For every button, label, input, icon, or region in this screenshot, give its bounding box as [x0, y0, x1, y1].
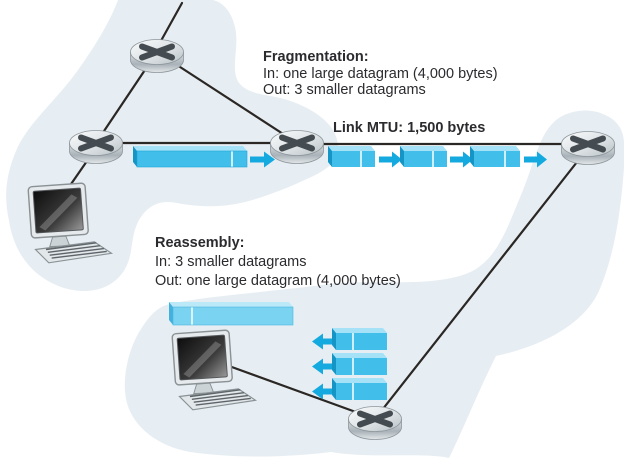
router-icon	[131, 40, 184, 73]
fragmentation-note-in: In: one large datagram (4,000 bytes)	[263, 65, 498, 82]
network-cloud-left	[6, 0, 339, 292]
reassembly-note-in: In: 3 smaller datagrams	[155, 254, 307, 270]
arrow-left-icon	[312, 383, 334, 400]
link-mtu-label: Link MTU: 1,500 bytes	[333, 120, 486, 136]
reassembly-note: Reassembly: In: 3 smaller datagrams Out:…	[155, 234, 401, 291]
datagram-reassembled-icon	[169, 302, 294, 326]
reassembly-note-out: Out: one large datagram (4,000 bytes)	[155, 273, 401, 289]
link-line	[373, 146, 590, 421]
datagram-large-icon	[133, 146, 248, 168]
router-icon	[349, 407, 402, 440]
arrow-left-icon	[312, 358, 334, 375]
fragment-icon	[470, 146, 520, 167]
fragmentation-note-out: Out: 3 smaller datagrams	[263, 82, 426, 98]
fragmentation-note: Fragmentation: In: one large datagram (4…	[263, 49, 498, 99]
arrow-left-icon	[312, 333, 334, 350]
host-link-line	[227, 364, 377, 421]
link-line	[155, 50, 299, 145]
network-cloud-right	[124, 110, 624, 458]
fragment-icon	[332, 353, 387, 375]
arrow-right-icon	[379, 151, 402, 168]
fragment-icon	[332, 378, 387, 400]
fragment-icon	[332, 328, 387, 350]
reassembly-note-title: Reassembly:	[155, 235, 245, 251]
network-links	[58, 1, 590, 421]
fragmentation-note-title: Fragmentation:	[263, 49, 369, 65]
router-icon	[562, 132, 615, 165]
fragment-icon	[328, 146, 375, 167]
arrow-right-icon	[250, 151, 275, 168]
fragment-icon	[400, 146, 447, 167]
router-icon	[70, 131, 123, 164]
arrow-right-icon	[524, 151, 547, 168]
router-icon	[271, 131, 324, 164]
arrow-right-icon	[450, 151, 473, 168]
